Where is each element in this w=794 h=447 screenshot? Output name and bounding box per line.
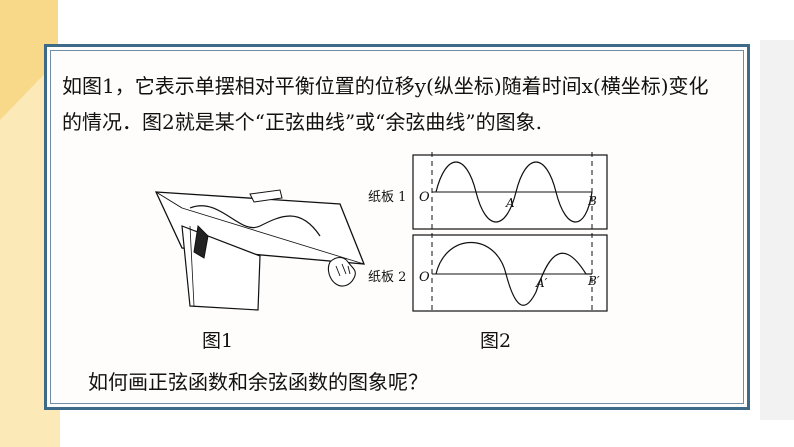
board1-point-b: B [588, 194, 597, 208]
funnel [193, 224, 209, 259]
hand-fingers [335, 263, 351, 277]
board2-frame [412, 234, 608, 312]
board1-point-a: A [506, 196, 515, 210]
content-frame [44, 44, 750, 410]
sine-boards-figure [412, 152, 608, 314]
board1-origin-label: O [419, 190, 430, 205]
question-text: 如何画正弦函数和余弦函数的图象呢？ [88, 370, 428, 394]
stand-edge [189, 225, 195, 307]
pendulum-illustration [154, 189, 365, 311]
yellow-stripe [0, 0, 58, 120]
trace-curve [189, 205, 321, 237]
board2-label: 纸板 2 [368, 270, 407, 285]
intro-paragraph: 如图1，它表示单摆相对平衡位置的位移y(纵坐标)随着时间x(横坐标)变化的情况．… [62, 74, 709, 134]
board2-sine-curve [435, 241, 592, 306]
board-fold-2 [181, 207, 365, 265]
board1-sine-curve [435, 161, 593, 223]
figure2-caption: 图2 [480, 330, 512, 352]
right-gray-band [760, 40, 794, 420]
board1-label: 纸板 1 [368, 190, 407, 205]
board2-point-b: B′ [588, 274, 600, 288]
board-fold [155, 191, 183, 209]
figure1-caption: 图1 [202, 330, 234, 352]
board2-point-a: A′ [536, 276, 548, 290]
board2-origin-label: O [419, 270, 430, 285]
board-tab [249, 189, 283, 203]
hand-icon [327, 256, 356, 287]
